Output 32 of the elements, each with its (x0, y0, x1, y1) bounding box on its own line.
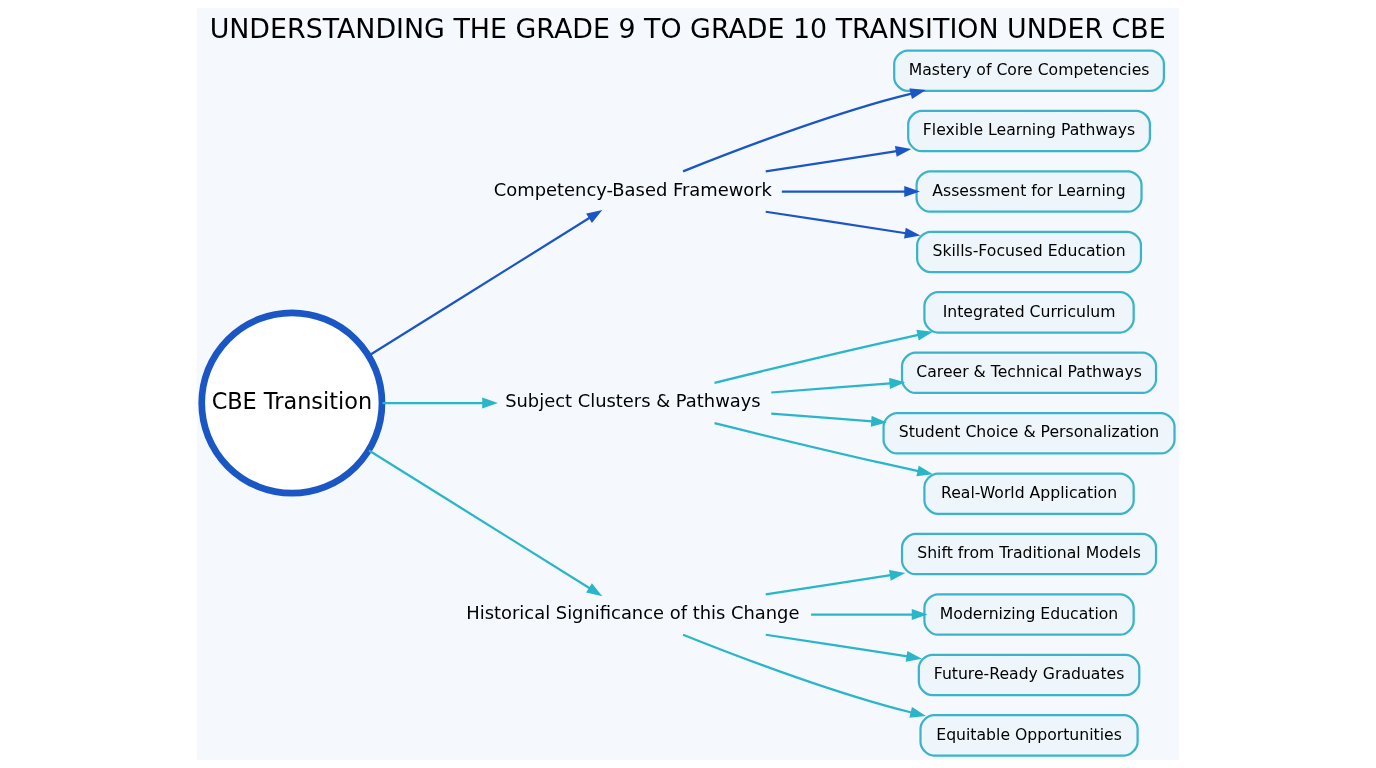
arrow (765, 633, 923, 662)
arrow (765, 210, 921, 239)
node-circle: CBE Transition (198, 309, 386, 497)
diagram-title: UNDERSTANDING THE GRADE 9 TO GRADE 10 TRANSITION UNDER CBE (209, 13, 1166, 45)
node-box: Student Choice & Personalization (882, 411, 1176, 455)
arrow (771, 412, 887, 427)
arrow (368, 209, 603, 357)
node-box: Shift from Traditional Models (900, 532, 1158, 576)
node-text: Historical Significance of this Change (466, 601, 800, 623)
node-box: Flexible Learning Pathways (907, 109, 1152, 153)
arrow (368, 449, 603, 597)
node-box: Equitable Opportunities (919, 714, 1139, 757)
arrow (811, 609, 928, 620)
arrow (771, 377, 906, 394)
arrow (714, 422, 933, 477)
arrow (382, 397, 498, 409)
node-box: Real-World Application (923, 472, 1135, 515)
node-box: Career & Technical Pathways (900, 351, 1158, 395)
arrow (765, 145, 912, 173)
arrow (765, 569, 906, 596)
node-box: Future-Ready Graduates (917, 653, 1141, 697)
node-box: Modernizing Education (923, 593, 1135, 636)
arrow (781, 186, 920, 197)
node-text: Competency-Based Framework (493, 178, 772, 200)
node-box: Assessment for Learning (915, 170, 1143, 213)
arrow (714, 329, 933, 384)
node-text: Subject Clusters & Pathways (505, 390, 761, 412)
arrow (682, 88, 926, 173)
node-box: Integrated Curriculum (923, 291, 1135, 334)
node-box: Skills-Focused Education (916, 230, 1143, 274)
node-box: Mastery of Core Competencies (893, 49, 1165, 92)
arrow (682, 633, 926, 718)
